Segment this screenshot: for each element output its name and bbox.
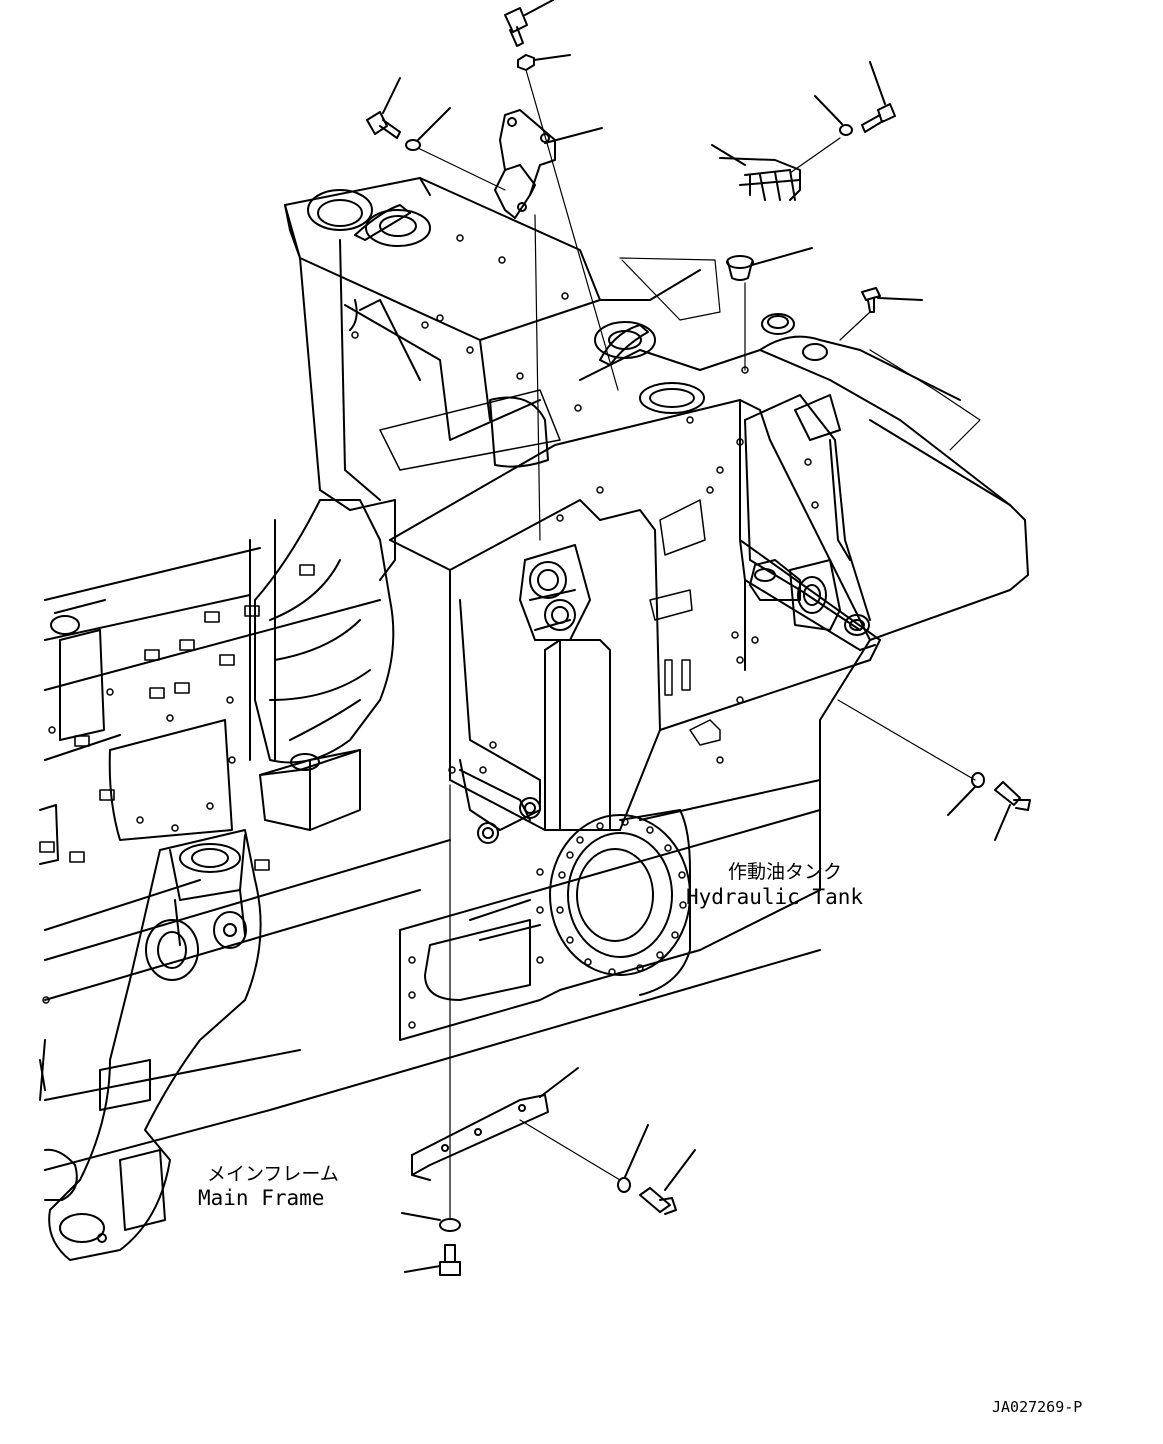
bolt-bottom-right-icon [639, 1187, 677, 1215]
washer-bottom-right-icon [617, 1177, 631, 1193]
washer-bottom-left-icon [439, 1218, 461, 1232]
bracket-top-icon [494, 109, 556, 219]
bolt-right-top-icon [861, 103, 896, 133]
hydraulic-tank-jp-label: 作動油タンク [728, 861, 842, 883]
washer-right-bottom-icon [971, 772, 985, 788]
exploded-parts [366, 0, 1031, 1276]
labels: 作動油タンク Hydraulic Tank メインフレーム Main Frame… [198, 861, 1082, 1416]
bolt-right-bottom-icon [994, 781, 1031, 811]
drawing-number: JA027269-P [992, 1398, 1082, 1416]
washer-right-top-icon [839, 124, 853, 136]
breather-icon [861, 287, 881, 313]
comb-clamp-icon [719, 157, 801, 201]
hydraulic-tank-en-label: Hydraulic Tank [686, 885, 863, 909]
tower-structure [284, 177, 701, 581]
bottom-bracket-icon [411, 1094, 549, 1181]
hydraulic-tank [259, 313, 1029, 1041]
bolt-top-icon [504, 7, 528, 47]
bolt-left-icon [366, 111, 401, 139]
main-frame-jp-label: メインフレーム [207, 1163, 339, 1185]
cap-icon [726, 255, 754, 281]
washer-left-icon [405, 139, 421, 151]
bolt-bottom-left-icon [439, 1244, 461, 1276]
main-frame [39, 499, 821, 1261]
main-frame-en-label: Main Frame [198, 1186, 324, 1210]
